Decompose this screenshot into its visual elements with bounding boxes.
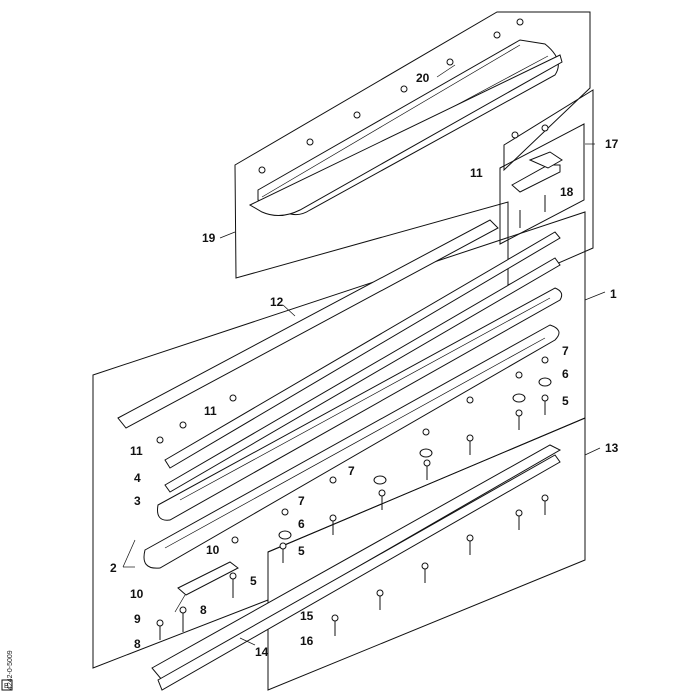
blade-part-2 xyxy=(143,324,560,569)
callout-20: 20 xyxy=(416,71,430,85)
callout-11-middle: 11 xyxy=(204,404,217,418)
strip-part-4b xyxy=(164,257,561,493)
guard-part-14-inner xyxy=(157,454,561,691)
callout-15: 15 xyxy=(300,609,314,623)
callout-6-upper: 6 xyxy=(562,367,569,381)
upper-group-frame xyxy=(234,11,594,286)
callout-7-a: 7 xyxy=(348,464,355,478)
callout-9: 9 xyxy=(134,612,141,626)
side-mark: B xyxy=(4,683,9,690)
callout-5-lower: 5 xyxy=(250,574,257,588)
strip-part-4 xyxy=(164,231,561,469)
callout-1: 1 xyxy=(610,287,617,301)
kit-frame-17 xyxy=(499,123,585,245)
callout-18: 18 xyxy=(560,185,574,199)
callout-11-lower: 11 xyxy=(130,444,143,458)
callout-7-upper: 7 xyxy=(562,344,569,358)
callout-8-upper: 8 xyxy=(200,603,207,617)
callout-2: 2 xyxy=(110,561,117,575)
callout-10-upper: 10 xyxy=(206,543,220,557)
cover-screws xyxy=(258,18,524,174)
callout-3: 3 xyxy=(134,494,141,508)
callout-8-lower: 8 xyxy=(134,637,141,651)
main-assembly-frame xyxy=(92,211,586,669)
kit-part-18 xyxy=(511,151,563,228)
side-code: 4242-0-5009 xyxy=(7,650,14,690)
callout-6-lower: 6 xyxy=(298,517,305,531)
side-mark-box xyxy=(1,679,13,691)
callout-10-lower: 10 xyxy=(130,587,144,601)
callout-11-upper: 11 xyxy=(470,166,483,180)
callout-7-b: 7 xyxy=(298,494,305,508)
callout-16: 16 xyxy=(300,634,314,648)
guard-part-14 xyxy=(151,444,562,681)
washers xyxy=(156,124,552,544)
callout-5-upper: 5 xyxy=(562,394,569,408)
rail-part-12 xyxy=(117,219,499,429)
cover-part-19 xyxy=(248,54,563,216)
guard-frame-13 xyxy=(267,417,586,691)
plate-part-9 xyxy=(177,561,239,596)
callout-19: 19 xyxy=(202,231,216,245)
callout-17: 17 xyxy=(605,137,619,151)
blade-part-3 xyxy=(157,287,563,521)
callout-14: 14 xyxy=(255,645,269,659)
callout-4: 4 xyxy=(134,471,141,485)
callout-13: 13 xyxy=(605,441,619,455)
leader-lines xyxy=(122,64,606,646)
callout-5-middle: 5 xyxy=(298,544,305,558)
callout-12: 12 xyxy=(270,295,284,309)
bolts xyxy=(156,394,549,640)
